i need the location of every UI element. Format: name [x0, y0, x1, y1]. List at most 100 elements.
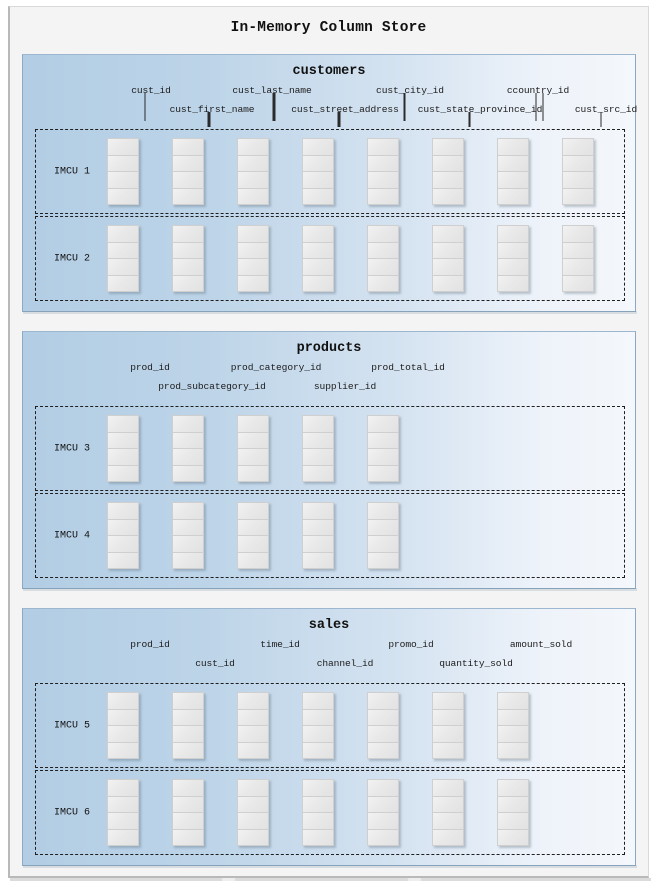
column-segment [172, 258, 204, 275]
column-segment [497, 138, 529, 155]
column-segment [237, 431, 269, 448]
column-label-products-supplier_id: supplier_id [313, 381, 377, 392]
column-block [367, 779, 399, 846]
column-segment [302, 708, 334, 725]
column-segment [497, 241, 529, 258]
column-segment [302, 187, 334, 205]
column-segment [237, 415, 269, 432]
column-segment [107, 741, 139, 759]
imcu-label: IMCU 5 [54, 720, 91, 731]
column-segment [107, 692, 139, 709]
column-segment [172, 828, 204, 846]
column-segment [302, 415, 334, 432]
column-segment [367, 725, 399, 742]
column-segment [107, 154, 139, 171]
imcu-box-imcu-4: IMCU 4 [35, 493, 625, 578]
column-segment [302, 812, 334, 829]
imcu-box-imcu-6: IMCU 6 [35, 770, 625, 855]
leader-line-products-supplier_id [338, 112, 340, 127]
column-block [432, 692, 464, 759]
leader-line-products-prod_category_id [273, 93, 275, 121]
column-segment [302, 448, 334, 465]
column-block [107, 502, 139, 569]
column-segment [172, 171, 204, 188]
column-block [432, 225, 464, 292]
column-label-products-prod_category_id: prod_category_id [230, 362, 322, 373]
column-block [172, 138, 204, 205]
column-segment [367, 431, 399, 448]
column-label-sales-prod_id: prod_id [130, 639, 170, 650]
column-block [367, 692, 399, 759]
column-segment [367, 415, 399, 432]
column-segment [237, 741, 269, 759]
column-label-sales-amount_sold: amount_sold [509, 639, 573, 650]
column-segment [107, 171, 139, 188]
column-segment [367, 795, 399, 812]
column-label-products-prod_id: prod_id [130, 362, 170, 373]
column-block [497, 225, 529, 292]
column-segment [432, 741, 464, 759]
column-block [497, 692, 529, 759]
column-segment [367, 154, 399, 171]
column-segment [237, 464, 269, 482]
column-block [107, 225, 139, 292]
column-label-sales-time_id: time_id [260, 639, 300, 650]
column-segment [237, 448, 269, 465]
column-segment [172, 551, 204, 569]
column-segment [367, 535, 399, 552]
column-segment [432, 812, 464, 829]
column-segment [302, 138, 334, 155]
column-segment [432, 154, 464, 171]
column-block [302, 502, 334, 569]
column-segment [237, 518, 269, 535]
column-segment [237, 812, 269, 829]
column-segment [237, 725, 269, 742]
column-segment [237, 708, 269, 725]
table-title-customers: customers [292, 64, 366, 79]
column-block [302, 415, 334, 482]
column-segment [367, 708, 399, 725]
column-segment [172, 502, 204, 519]
column-segment [367, 274, 399, 292]
column-segment [107, 725, 139, 742]
column-segment [367, 225, 399, 242]
column-segment [107, 431, 139, 448]
column-segment [497, 779, 529, 796]
column-segment [172, 812, 204, 829]
column-segment [302, 154, 334, 171]
column-segment [432, 725, 464, 742]
column-segment [367, 518, 399, 535]
column-block [237, 415, 269, 482]
column-label-sales-cust_id: cust_id [195, 658, 235, 669]
column-segment [497, 795, 529, 812]
column-block [302, 225, 334, 292]
column-segment [562, 241, 594, 258]
column-segment [367, 241, 399, 258]
column-segment [172, 415, 204, 432]
column-segment [237, 535, 269, 552]
page-title: In-Memory Column Store [230, 20, 427, 36]
column-segment [107, 502, 139, 519]
column-segment [497, 274, 529, 292]
column-block [432, 138, 464, 205]
column-block [302, 138, 334, 205]
column-block [172, 502, 204, 569]
column-segment [562, 154, 594, 171]
imcu-label: IMCU 6 [54, 807, 91, 818]
column-segment [107, 448, 139, 465]
leader-line-customers-cust_city_id [403, 93, 405, 121]
leader-line-customers-cust_state_province_id [468, 112, 470, 127]
column-segment [302, 258, 334, 275]
column-segment [237, 551, 269, 569]
column-segment [497, 225, 529, 242]
column-segment [367, 138, 399, 155]
column-segment [367, 551, 399, 569]
column-block [237, 502, 269, 569]
column-segment [172, 464, 204, 482]
column-block [172, 225, 204, 292]
column-segment [367, 812, 399, 829]
column-segment [367, 448, 399, 465]
column-segment [237, 258, 269, 275]
